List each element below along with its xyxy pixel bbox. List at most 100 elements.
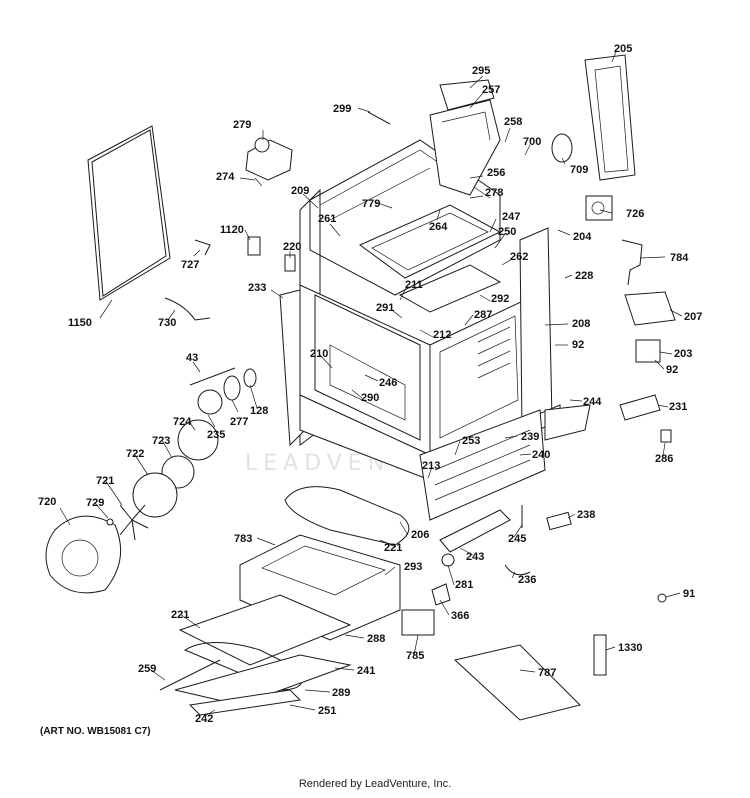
part-label: 235 <box>207 429 225 441</box>
part-label: 785 <box>406 650 424 662</box>
part-label: 250 <box>498 226 516 238</box>
part-label: 212 <box>433 329 451 341</box>
part-label: 1330 <box>618 642 642 654</box>
part-label: 277 <box>230 416 248 428</box>
part-label: 292 <box>491 293 509 305</box>
part-label: 245 <box>508 533 526 545</box>
part-label: 92 <box>572 339 584 351</box>
back-panel-drawing <box>584 54 636 181</box>
part-label: 709 <box>570 164 588 176</box>
part-label: 291 <box>376 302 394 314</box>
part-label: 203 <box>674 348 692 360</box>
part-286-drawing <box>660 429 672 443</box>
flue-assembly-drawing <box>429 79 501 196</box>
range-cabinet-drawing <box>279 139 591 521</box>
part-label: 286 <box>655 453 673 465</box>
part-label: 721 <box>96 475 114 487</box>
part-label: 239 <box>521 431 539 443</box>
part-label: 220 <box>283 241 301 253</box>
part-label: 221 <box>171 609 189 621</box>
part-207-drawing <box>624 291 676 326</box>
part-label: 244 <box>583 396 602 408</box>
part-label: 204 <box>573 231 592 243</box>
part-91-drawing <box>657 593 667 603</box>
part-785-drawing <box>401 609 435 636</box>
part-label: 700 <box>523 136 541 148</box>
part-label: 43 <box>186 352 198 364</box>
footer-credit: Rendered by LeadVenture, Inc. <box>298 778 452 790</box>
part-730-drawing <box>164 297 211 321</box>
part-label: 724 <box>173 416 192 428</box>
part-label: 211 <box>405 279 423 291</box>
part-label: 288 <box>367 633 385 645</box>
part-label: 726 <box>626 208 644 220</box>
part-1330-drawing <box>593 634 607 676</box>
part-label: 208 <box>572 318 590 330</box>
part-label: 243 <box>466 551 484 563</box>
part-label: 259 <box>138 663 156 675</box>
part-label: 729 <box>86 497 104 509</box>
part-label: 783 <box>234 533 252 545</box>
part-label: 295 <box>472 65 490 77</box>
motor-726-drawing <box>585 195 613 221</box>
part-727-drawing <box>194 239 211 256</box>
part-281-drawing <box>441 553 455 567</box>
part-label: 290 <box>361 392 379 404</box>
part-label: 264 <box>429 221 448 233</box>
part-43-drawing <box>189 367 236 386</box>
part-label: 247 <box>502 211 520 223</box>
part-label: 287 <box>474 309 492 321</box>
part-label: 289 <box>332 687 350 699</box>
part-label: 779 <box>362 198 380 210</box>
part-label: 213 <box>422 460 440 472</box>
part-label: 274 <box>216 171 235 183</box>
part-label: 293 <box>404 561 422 573</box>
screw-299-drawing <box>367 111 391 125</box>
part-label: 1120 <box>220 224 244 236</box>
part-label: 221 <box>384 542 402 554</box>
part-231-drawing <box>619 394 661 421</box>
part-label: 722 <box>126 448 144 460</box>
part-label: 209 <box>291 185 309 197</box>
part-label: 262 <box>510 251 528 263</box>
part-label: 253 <box>462 435 480 447</box>
part-label: 228 <box>575 270 593 282</box>
art-number: (ART NO. WB15081 C7) <box>40 726 151 737</box>
door-gasket-drawing <box>87 125 171 301</box>
part-label: 233 <box>248 282 266 294</box>
part-label: 210 <box>310 348 328 360</box>
part-label: 784 <box>670 252 689 264</box>
part-label: 231 <box>669 401 687 413</box>
part-label: 241 <box>357 665 375 677</box>
bake-element-drawing <box>284 486 410 546</box>
part-label: 236 <box>518 574 536 586</box>
part-784-drawing <box>621 239 643 286</box>
part-label: 299 <box>333 103 351 115</box>
part-label: 366 <box>451 610 469 622</box>
part-label: 261 <box>318 213 336 225</box>
part-label: 128 <box>250 405 268 417</box>
part-label: 205 <box>614 43 632 55</box>
part-label: 251 <box>318 705 336 717</box>
part-label: 257 <box>482 84 500 96</box>
part-203-drawing <box>635 339 661 363</box>
drawer-assembly-drawing <box>159 594 352 716</box>
part-label: 787 <box>538 667 556 679</box>
part-label: 281 <box>455 579 473 591</box>
part-label: 278 <box>485 187 503 199</box>
part-label: 242 <box>195 713 213 725</box>
part-label: 1150 <box>68 317 92 329</box>
part-label: 207 <box>684 311 702 323</box>
gas-valve-drawing <box>245 137 293 187</box>
part-label: 206 <box>411 529 429 541</box>
part-labels: 295 257 205 299 258 700 709 279 256 278 … <box>38 43 702 725</box>
part-236-drawing <box>504 564 531 576</box>
part-label: 240 <box>532 449 550 461</box>
part-label: 258 <box>504 116 522 128</box>
part-label: 730 <box>158 317 176 329</box>
part-label: 246 <box>379 377 397 389</box>
part-label: 279 <box>233 119 251 131</box>
leader-lines <box>59 51 683 717</box>
part-label: 723 <box>152 435 170 447</box>
